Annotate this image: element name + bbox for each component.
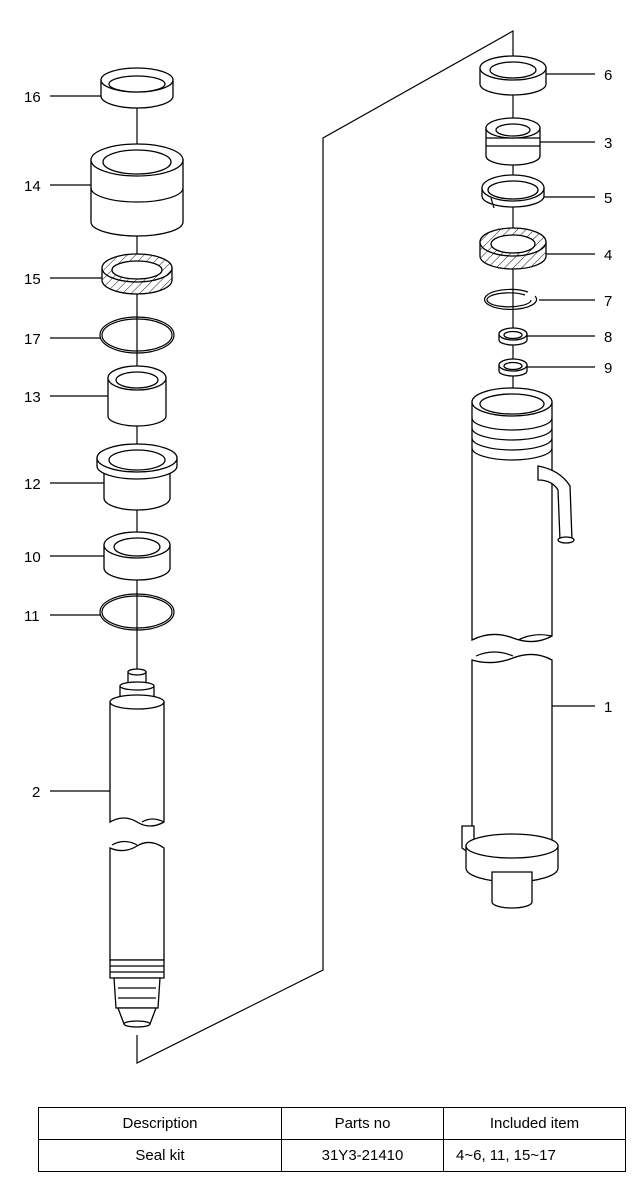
callout-11: 11 [24,608,40,625]
header-parts-no: Parts no [281,1107,444,1140]
table-header-row: Description Parts no Included item [38,1107,626,1140]
callout-1: 1 [604,699,612,716]
part-16-dust-wiper [100,67,174,109]
header-included-item: Included item [443,1107,626,1140]
part-9-ring [498,358,528,377]
part-15-rod-seal [101,253,173,295]
callout-13: 13 [24,389,41,406]
callout-3: 3 [604,135,612,152]
part-3-seal [485,117,541,166]
part-12-flanged-bushing [96,443,178,511]
part-1-tube [461,387,575,909]
part-11-o-ring [99,593,175,631]
callout-10: 10 [24,549,41,566]
table-row: Seal kit 31Y3-21410 4~6, 11, 15~17 [38,1139,626,1172]
part-10-stopper [103,531,171,581]
callout-2: 2 [32,784,40,801]
cell-parts-no: 31Y3-21410 [281,1139,444,1172]
part-5-backup-ring [481,174,545,209]
leader-lines [50,73,595,792]
part-14-rod-cover [90,143,184,237]
callout-17: 17 [24,331,41,348]
callout-14: 14 [24,178,41,195]
header-description: Description [38,1107,282,1140]
callout-15: 15 [24,271,41,288]
cell-description: Seal kit [38,1139,282,1172]
callout-5: 5 [604,190,612,207]
callout-12: 12 [24,476,41,493]
callout-4: 4 [604,247,612,264]
callout-6: 6 [604,67,612,84]
assembly-line [136,29,514,1064]
cell-included-item: 4~6, 11, 15~17 [443,1139,626,1172]
part-13-bushing [107,365,167,427]
part-2-rod [109,668,165,1028]
callout-16: 16 [24,89,41,106]
part-6-dust-wiper [479,55,547,96]
callout-8: 8 [604,329,612,346]
part-7-snap-ring [484,288,538,311]
callout-7: 7 [604,293,612,310]
callout-9: 9 [604,360,612,377]
part-8-ring [498,327,528,346]
part-4-piston-seal [479,227,547,270]
part-17-o-ring [99,316,175,354]
parts-table: Description Parts no Included item Seal … [38,1107,626,1172]
